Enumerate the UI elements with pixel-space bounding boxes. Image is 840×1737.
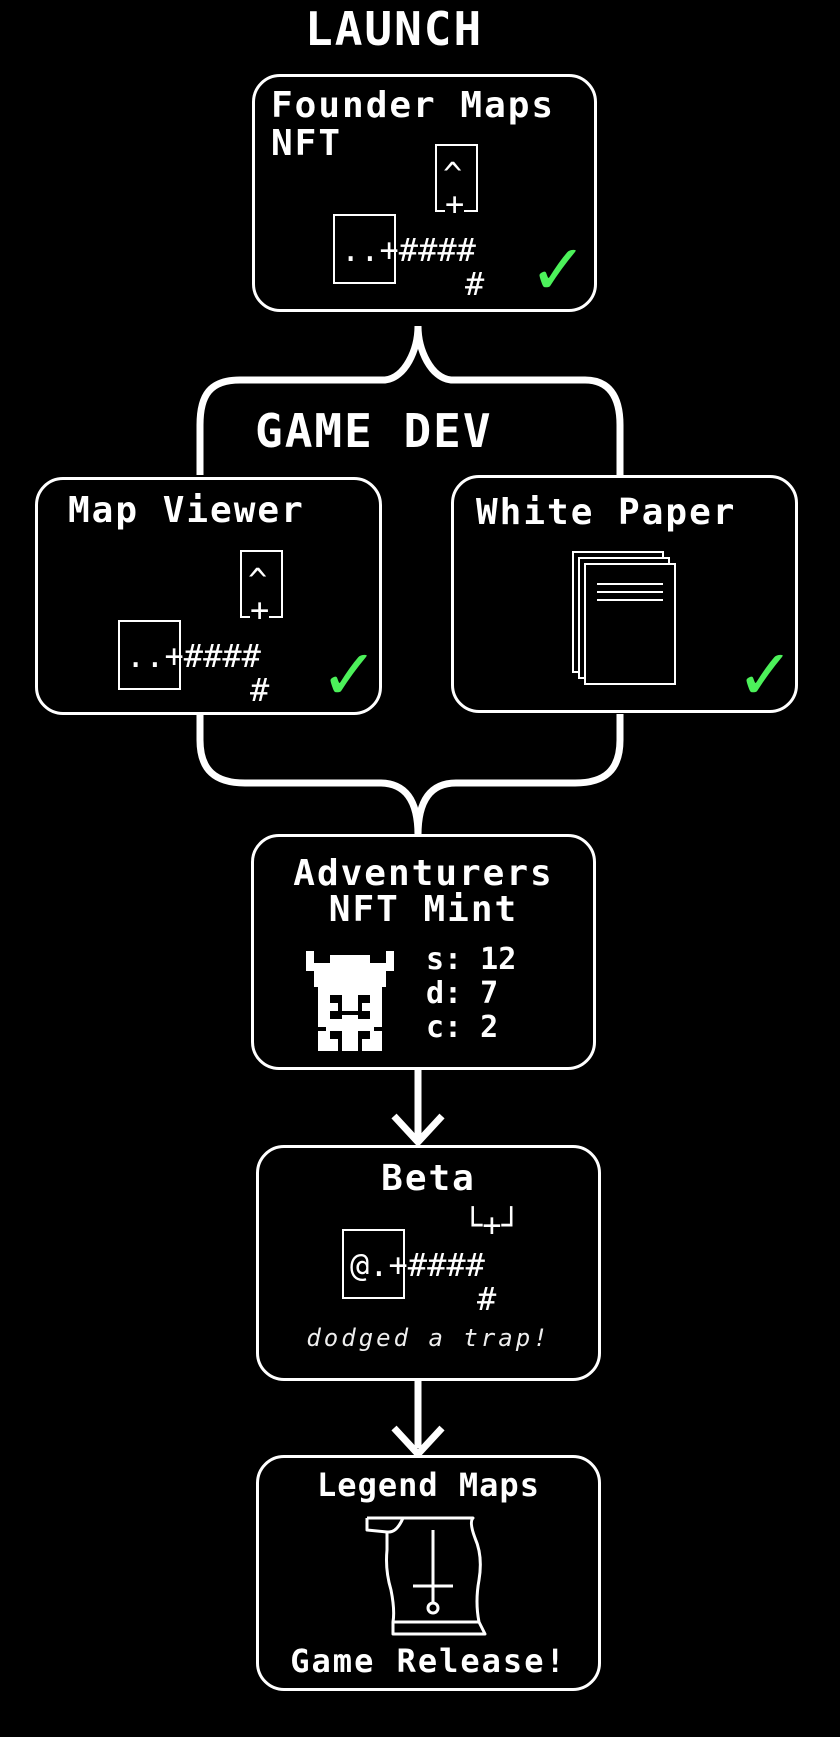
check-icon: ✓: [320, 634, 379, 716]
map-corridor-text: @.+####: [350, 1246, 485, 1284]
adventurers-title: Adventurers: [293, 853, 554, 894]
connector-merge: [414, 714, 624, 836]
arrow-head: [391, 1425, 445, 1458]
stat-strength: s: 12: [426, 942, 517, 977]
map-room-outline: [118, 620, 181, 690]
document-stack-icon: [572, 551, 676, 685]
legend-maps-title: Legend Maps: [317, 1466, 540, 1504]
stat-dexterity: d: 7: [426, 976, 499, 1011]
check-icon: ✓: [736, 634, 795, 716]
beta-card: Beta └+┘ @.+#### # dodged a trap!: [256, 1145, 601, 1381]
founder-maps-subtitle: NFT: [271, 123, 343, 164]
connector-split: [414, 325, 624, 475]
legend-maps-card: Legend Maps Game Release!: [256, 1455, 601, 1691]
map-corridor-branch: #: [250, 671, 270, 709]
adventurers-card: Adventurers NFT Mint s: 12: [251, 834, 596, 1070]
check-icon: ✓: [529, 229, 588, 311]
founder-maps-card: Founder Maps NFT ^ + ..+#### # ✓: [252, 74, 597, 312]
map-viewer-title: Map Viewer: [68, 490, 305, 531]
map-corridor-text: ..+####: [341, 231, 476, 269]
map-corridor-text: ..+####: [126, 637, 261, 675]
game-dev-heading: GAME DEV: [255, 404, 493, 458]
map-door-glyph: +: [250, 591, 270, 629]
beta-caption: dodged a trap!: [306, 1324, 551, 1352]
map-door-glyph: +: [445, 185, 465, 223]
adventurers-subtitle: NFT Mint: [328, 889, 519, 930]
connector-split: [196, 325, 422, 475]
arrow-head: [391, 1113, 445, 1146]
stat-charisma: c: 2: [426, 1010, 499, 1045]
map-room-outline: [333, 214, 396, 284]
map-room-outline: [342, 1229, 405, 1299]
white-paper-title: White Paper: [476, 492, 737, 533]
white-paper-card: White Paper ✓: [451, 475, 798, 713]
game-release-text: Game Release!: [290, 1642, 567, 1680]
launch-heading: LAUNCH: [305, 2, 484, 56]
map-trap-glyph: ^: [248, 561, 268, 599]
viking-helmet-icon: [306, 951, 394, 1051]
map-room-top: └+┘: [463, 1206, 521, 1244]
connector-merge: [196, 714, 422, 836]
map-corridor-branch: #: [477, 1280, 497, 1318]
scroll-sword-icon: [365, 1516, 487, 1636]
beta-title: Beta: [381, 1158, 476, 1199]
founder-maps-title: Founder Maps: [271, 85, 556, 126]
map-viewer-card: Map Viewer ^ + ..+#### # ✓: [35, 477, 382, 715]
map-trap-glyph: ^: [443, 155, 463, 193]
map-corridor-branch: #: [465, 265, 485, 303]
